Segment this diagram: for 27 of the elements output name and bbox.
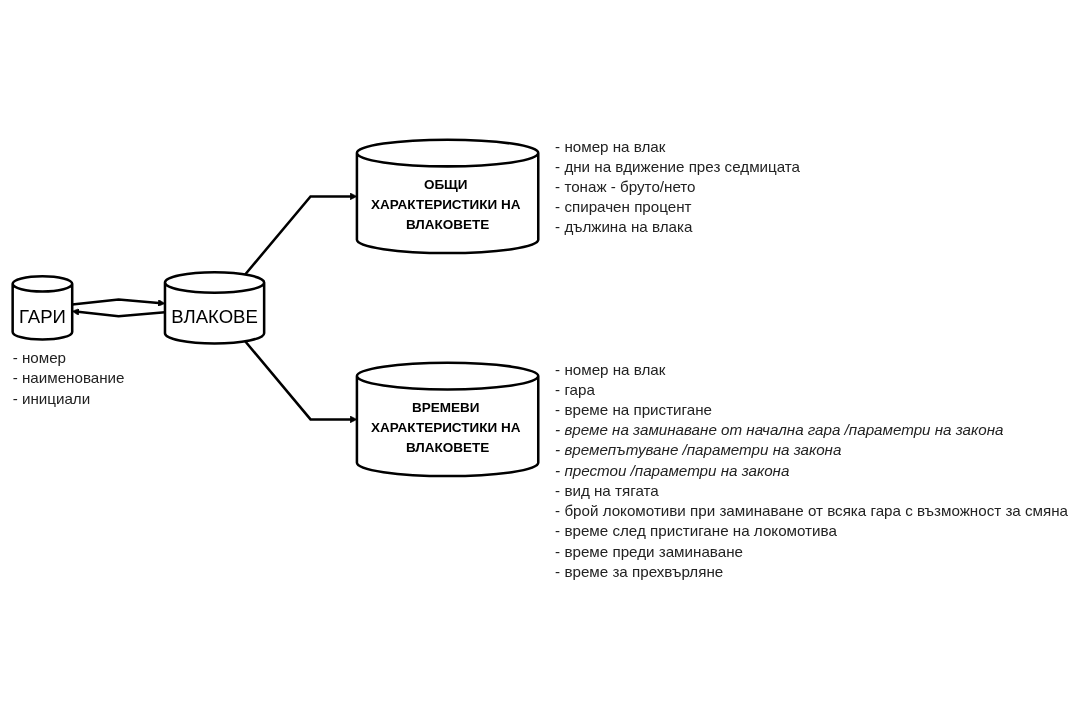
database-cylinder: ВРЕМЕВИ ХАРАКТЕРИСТИКИ НА ВЛАКОВЕТЕ — [355, 361, 540, 478]
database-cylinder: ГАРИ — [11, 275, 74, 341]
attribute-item: - дължина на влака — [555, 218, 693, 236]
attribute-item: - номер — [12, 349, 67, 367]
attribute-item: - тонаж - бруто/нето — [555, 178, 696, 195]
attribute-item: - дни на вдижение през седмицата — [555, 157, 801, 175]
attribute-item: - наименование — [12, 369, 125, 387]
database-cylinder: ВЛАКОВЕ — [163, 271, 266, 345]
arrow — [244, 192, 358, 276]
attribute-item: - време на заминаване от начална гара /параметри на закона — [555, 421, 1004, 439]
attribute-item: - вид на тягата — [555, 482, 659, 499]
attribute-item: - времепътуване /параметри на закона — [555, 441, 842, 459]
attribute-item: - време преди заминаване — [555, 542, 743, 560]
arrow — [71, 308, 166, 318]
attribute-item: - брой локомотиви при заминаване от всяка гара с възможност за смяна — [555, 502, 1069, 520]
attribute-item: - инициали — [12, 389, 91, 407]
attribute-item: - номер на влак — [555, 137, 666, 155]
database-cylinder: ОБЩИ ХАРАКТЕРИСТИКИ НА ВЛАКОВЕТЕ — [355, 138, 540, 255]
attribute-item: - престои /параметри на закона — [555, 461, 790, 479]
arrow — [72, 298, 166, 307]
arrow — [244, 340, 358, 424]
attribute-item: - време след пристигане на локомотива — [555, 522, 837, 540]
attribute-item: - време на пристигане — [555, 401, 713, 418]
attribute-item: - време за прехвърляне — [555, 562, 724, 580]
attribute-item: - спирачен процент — [555, 198, 692, 216]
attribute-item: - гара — [555, 380, 595, 398]
attribute-item: - номер на влак — [555, 360, 666, 378]
